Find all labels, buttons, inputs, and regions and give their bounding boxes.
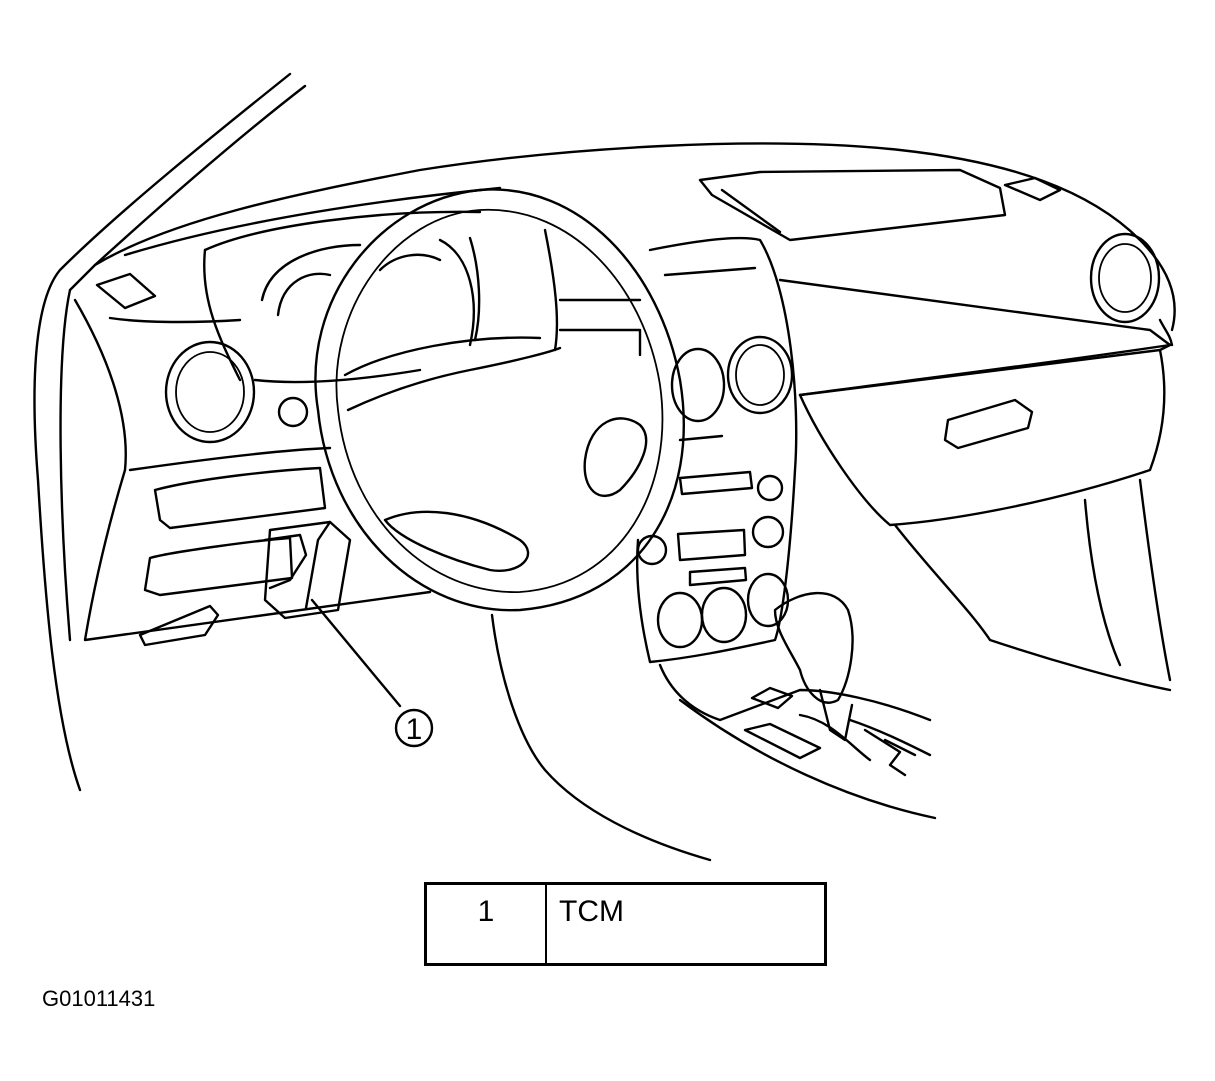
legend-table: 1 TCM: [424, 882, 827, 966]
callout-badge: 1: [394, 708, 434, 748]
steering-column: [490, 613, 712, 862]
instrument-cluster: [203, 210, 642, 384]
callout-leader: [310, 598, 402, 708]
glove-box: [778, 278, 1172, 692]
callout-number: 1: [406, 713, 423, 746]
lower-left-panels: [73, 298, 432, 647]
center-stack: [635, 236, 798, 664]
legend-number: 1: [427, 885, 547, 963]
a-pillar: [33, 72, 307, 792]
center-console: [658, 663, 937, 820]
left-vent: [164, 340, 309, 444]
tcm-module: [263, 520, 352, 620]
figure-id: G01011431: [42, 986, 156, 1011]
dashboard-top: [93, 142, 1176, 332]
gear-shifter: [773, 591, 854, 742]
steering-wheel: [314, 188, 685, 612]
legend-component: TCM: [559, 895, 624, 928]
right-vent: [1089, 232, 1174, 347]
